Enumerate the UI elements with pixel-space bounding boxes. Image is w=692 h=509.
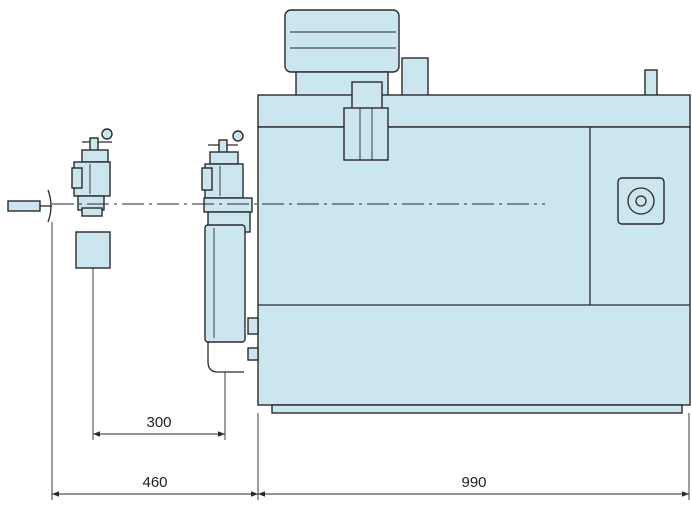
extension-lines (51, 222, 690, 500)
dimension-300: 300 (93, 414, 225, 437)
dimension-300-label: 300 (146, 414, 171, 431)
dimension-460-label: 460 (142, 474, 167, 491)
dimension-460: 460 (52, 474, 258, 497)
dimension-990-label: 990 (461, 474, 486, 491)
spindle-unit-far (7, 128, 113, 269)
machine-housing (247, 9, 691, 414)
spindle-unit-near (201, 130, 253, 373)
dimension-990: 990 (258, 474, 689, 497)
